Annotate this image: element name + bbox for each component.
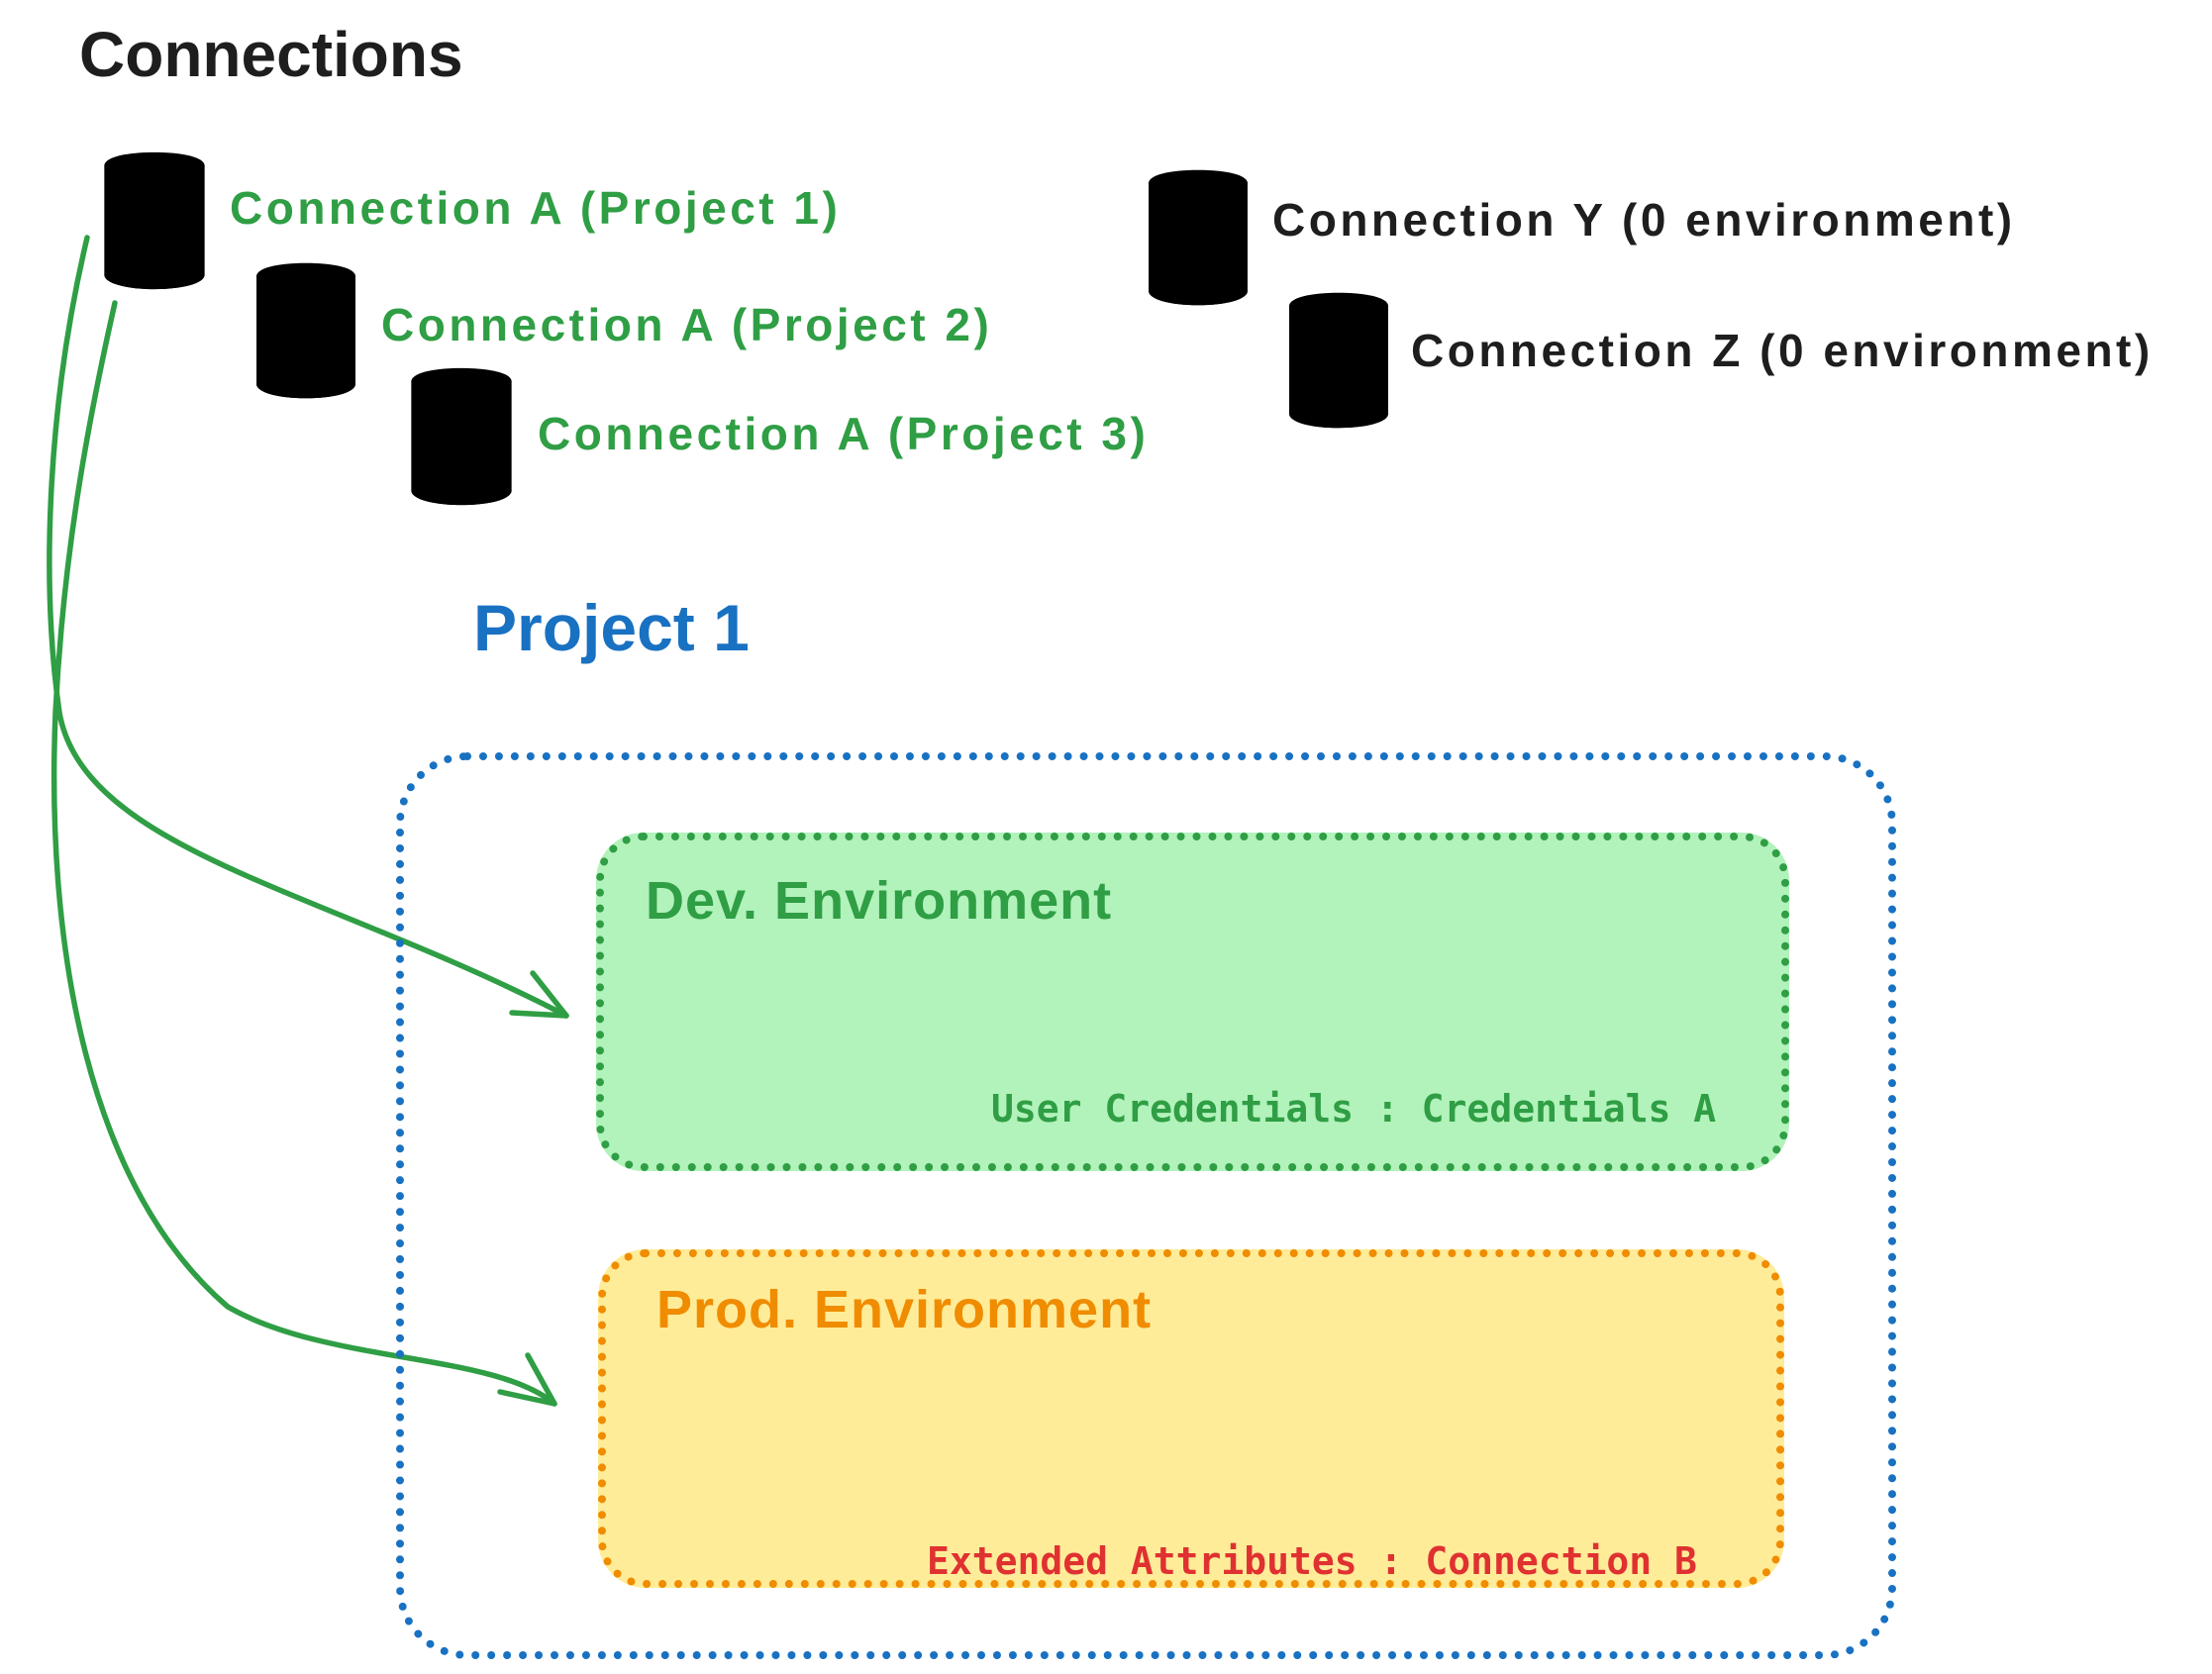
- project-title: Project 1: [473, 591, 750, 664]
- connection-a-project-3-label: Connection A (Project 3): [538, 408, 1150, 459]
- dev-environment-box: Dev. Environment User Credentials : Cred…: [596, 833, 1789, 1171]
- database-icon: [1149, 169, 1248, 306]
- database-icon: [256, 262, 355, 399]
- project-1-container: Dev. Environment User Credentials : Cred…: [396, 752, 1896, 1659]
- page-title: Connections: [79, 19, 463, 90]
- prod-environment-credentials: Extended Attributes : Connection B Ext.A…: [927, 1447, 1720, 1674]
- arrowhead-dev: [509, 970, 569, 1019]
- arrow-connection-a-to-dev: [47, 235, 569, 1019]
- dev-environment-title: Dev. Environment: [646, 871, 1113, 931]
- arrowhead-prod: [497, 1352, 557, 1407]
- arrow-connection-a-to-prod: [50, 300, 557, 1407]
- prod-detail-line-1: Extended Attributes : Connection B: [927, 1539, 1697, 1583]
- dev-environment-credentials: User Credentials : Credentials A: [991, 1087, 1717, 1131]
- database-icon: [104, 151, 205, 290]
- database-icon: [411, 367, 512, 506]
- connection-y-label: Connection Y (0 environment): [1272, 194, 2016, 246]
- connection-a-project-2-label: Connection A (Project 2): [381, 299, 993, 350]
- prod-environment-title: Prod. Environment: [656, 1280, 1153, 1339]
- connection-z-label: Connection Z (0 environment): [1411, 325, 2154, 376]
- prod-environment-box: Prod. Environment Extended Attributes : …: [598, 1249, 1784, 1588]
- database-icon: [1289, 292, 1388, 429]
- connection-a-project-1-label: Connection A (Project 1): [230, 182, 842, 234]
